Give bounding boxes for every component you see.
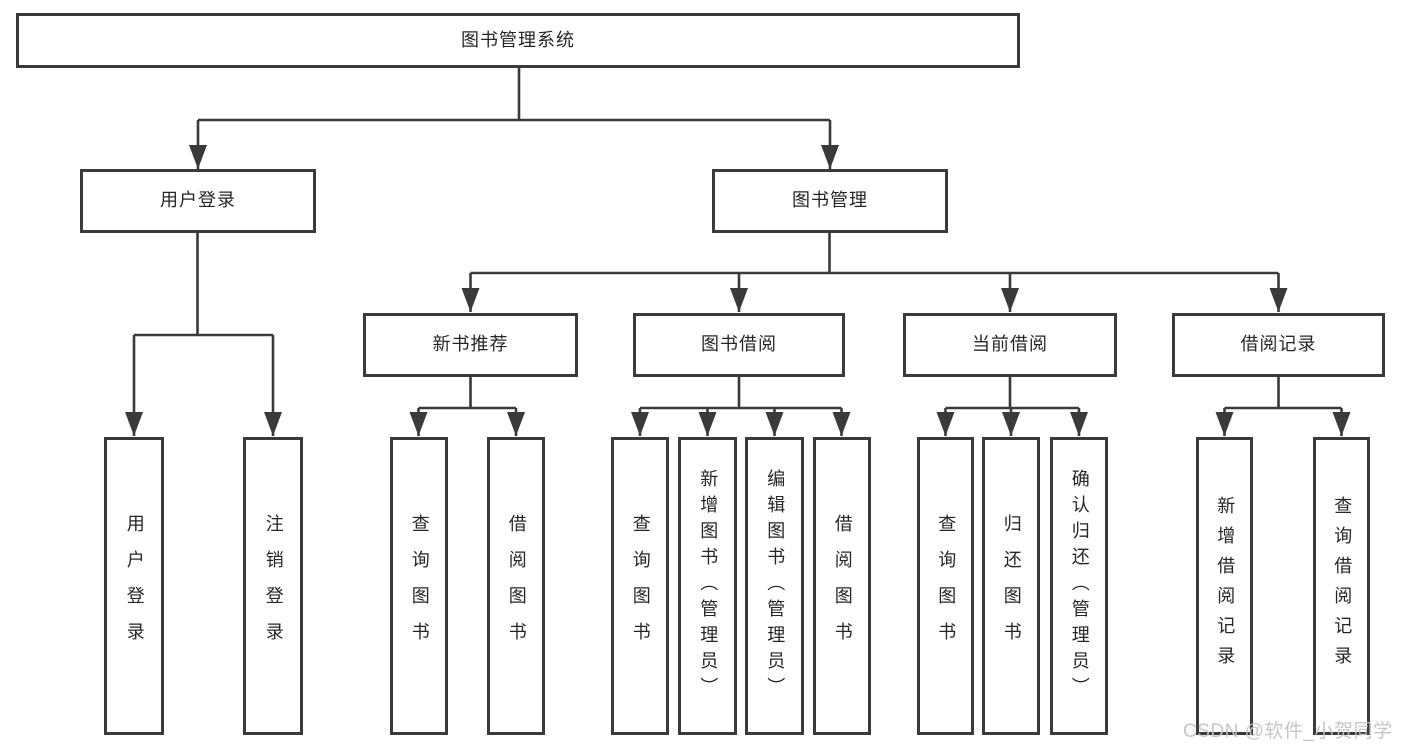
leaf-add-borrow-record: 新增借阅记录 bbox=[1196, 437, 1253, 735]
leaf-logout: 注销登录 bbox=[243, 437, 303, 735]
node-borrow-records: 借阅记录 bbox=[1172, 313, 1385, 377]
leaf-add-book-admin: 新增图书（管理员） bbox=[678, 437, 737, 735]
node-book-management: 图书管理 bbox=[712, 169, 948, 233]
watermark: CSDN @软件_小贺同学 bbox=[1183, 721, 1393, 742]
leaf-borrow-books: 借阅图书 bbox=[813, 437, 871, 735]
leaf-query-books-recommend: 查询图书 bbox=[390, 437, 448, 735]
leaf-edit-book-admin: 编辑图书（管理员） bbox=[745, 437, 804, 735]
node-current-borrow: 当前借阅 bbox=[903, 313, 1117, 377]
node-library-management-system: 图书管理系统 bbox=[16, 13, 1020, 68]
leaf-borrow-books-recommend: 借阅图书 bbox=[487, 437, 545, 735]
leaf-query-borrow-record: 查询借阅记录 bbox=[1313, 437, 1370, 735]
leaf-confirm-return-admin: 确认归还（管理员） bbox=[1050, 437, 1108, 735]
node-book-borrow: 图书借阅 bbox=[633, 313, 845, 377]
leaf-query-books-borrow: 查询图书 bbox=[611, 437, 669, 735]
node-user-login: 用户登录 bbox=[80, 169, 316, 233]
leaf-user-login: 用户登录 bbox=[104, 437, 164, 735]
node-new-book-recommend: 新书推荐 bbox=[363, 313, 578, 377]
leaf-query-books-current: 查询图书 bbox=[917, 437, 974, 735]
leaf-return-book: 归还图书 bbox=[982, 437, 1040, 735]
